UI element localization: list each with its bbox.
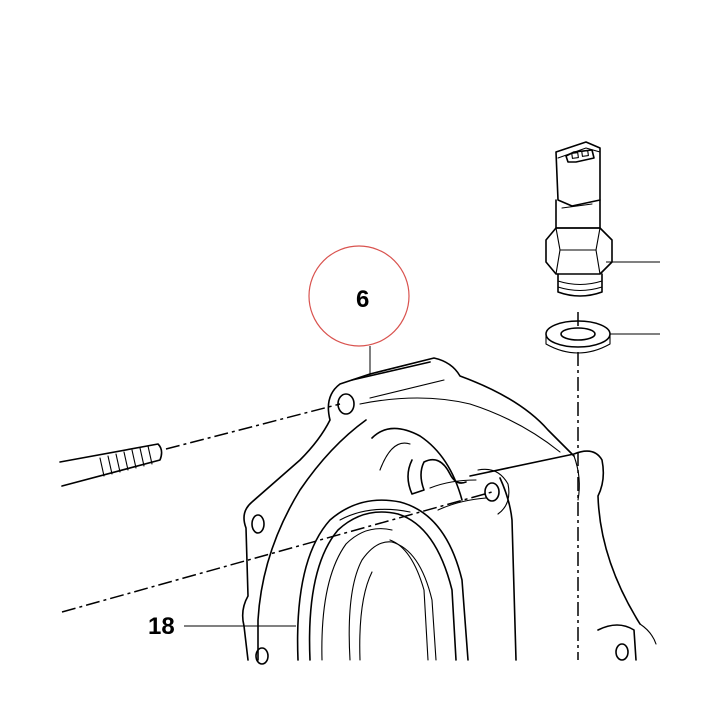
- callout-6-highlight-circle: [308, 245, 410, 347]
- shaft-seal: [296, 499, 469, 661]
- sensor-switch: [545, 141, 613, 297]
- stud-axis-line: [165, 403, 341, 450]
- housing-cover: [241, 357, 657, 665]
- stud-bolt: [59, 443, 163, 487]
- bolt-axis-line: [61, 491, 493, 613]
- callout-18-label: 18: [148, 613, 175, 640]
- callout-6-label: 6: [356, 286, 370, 313]
